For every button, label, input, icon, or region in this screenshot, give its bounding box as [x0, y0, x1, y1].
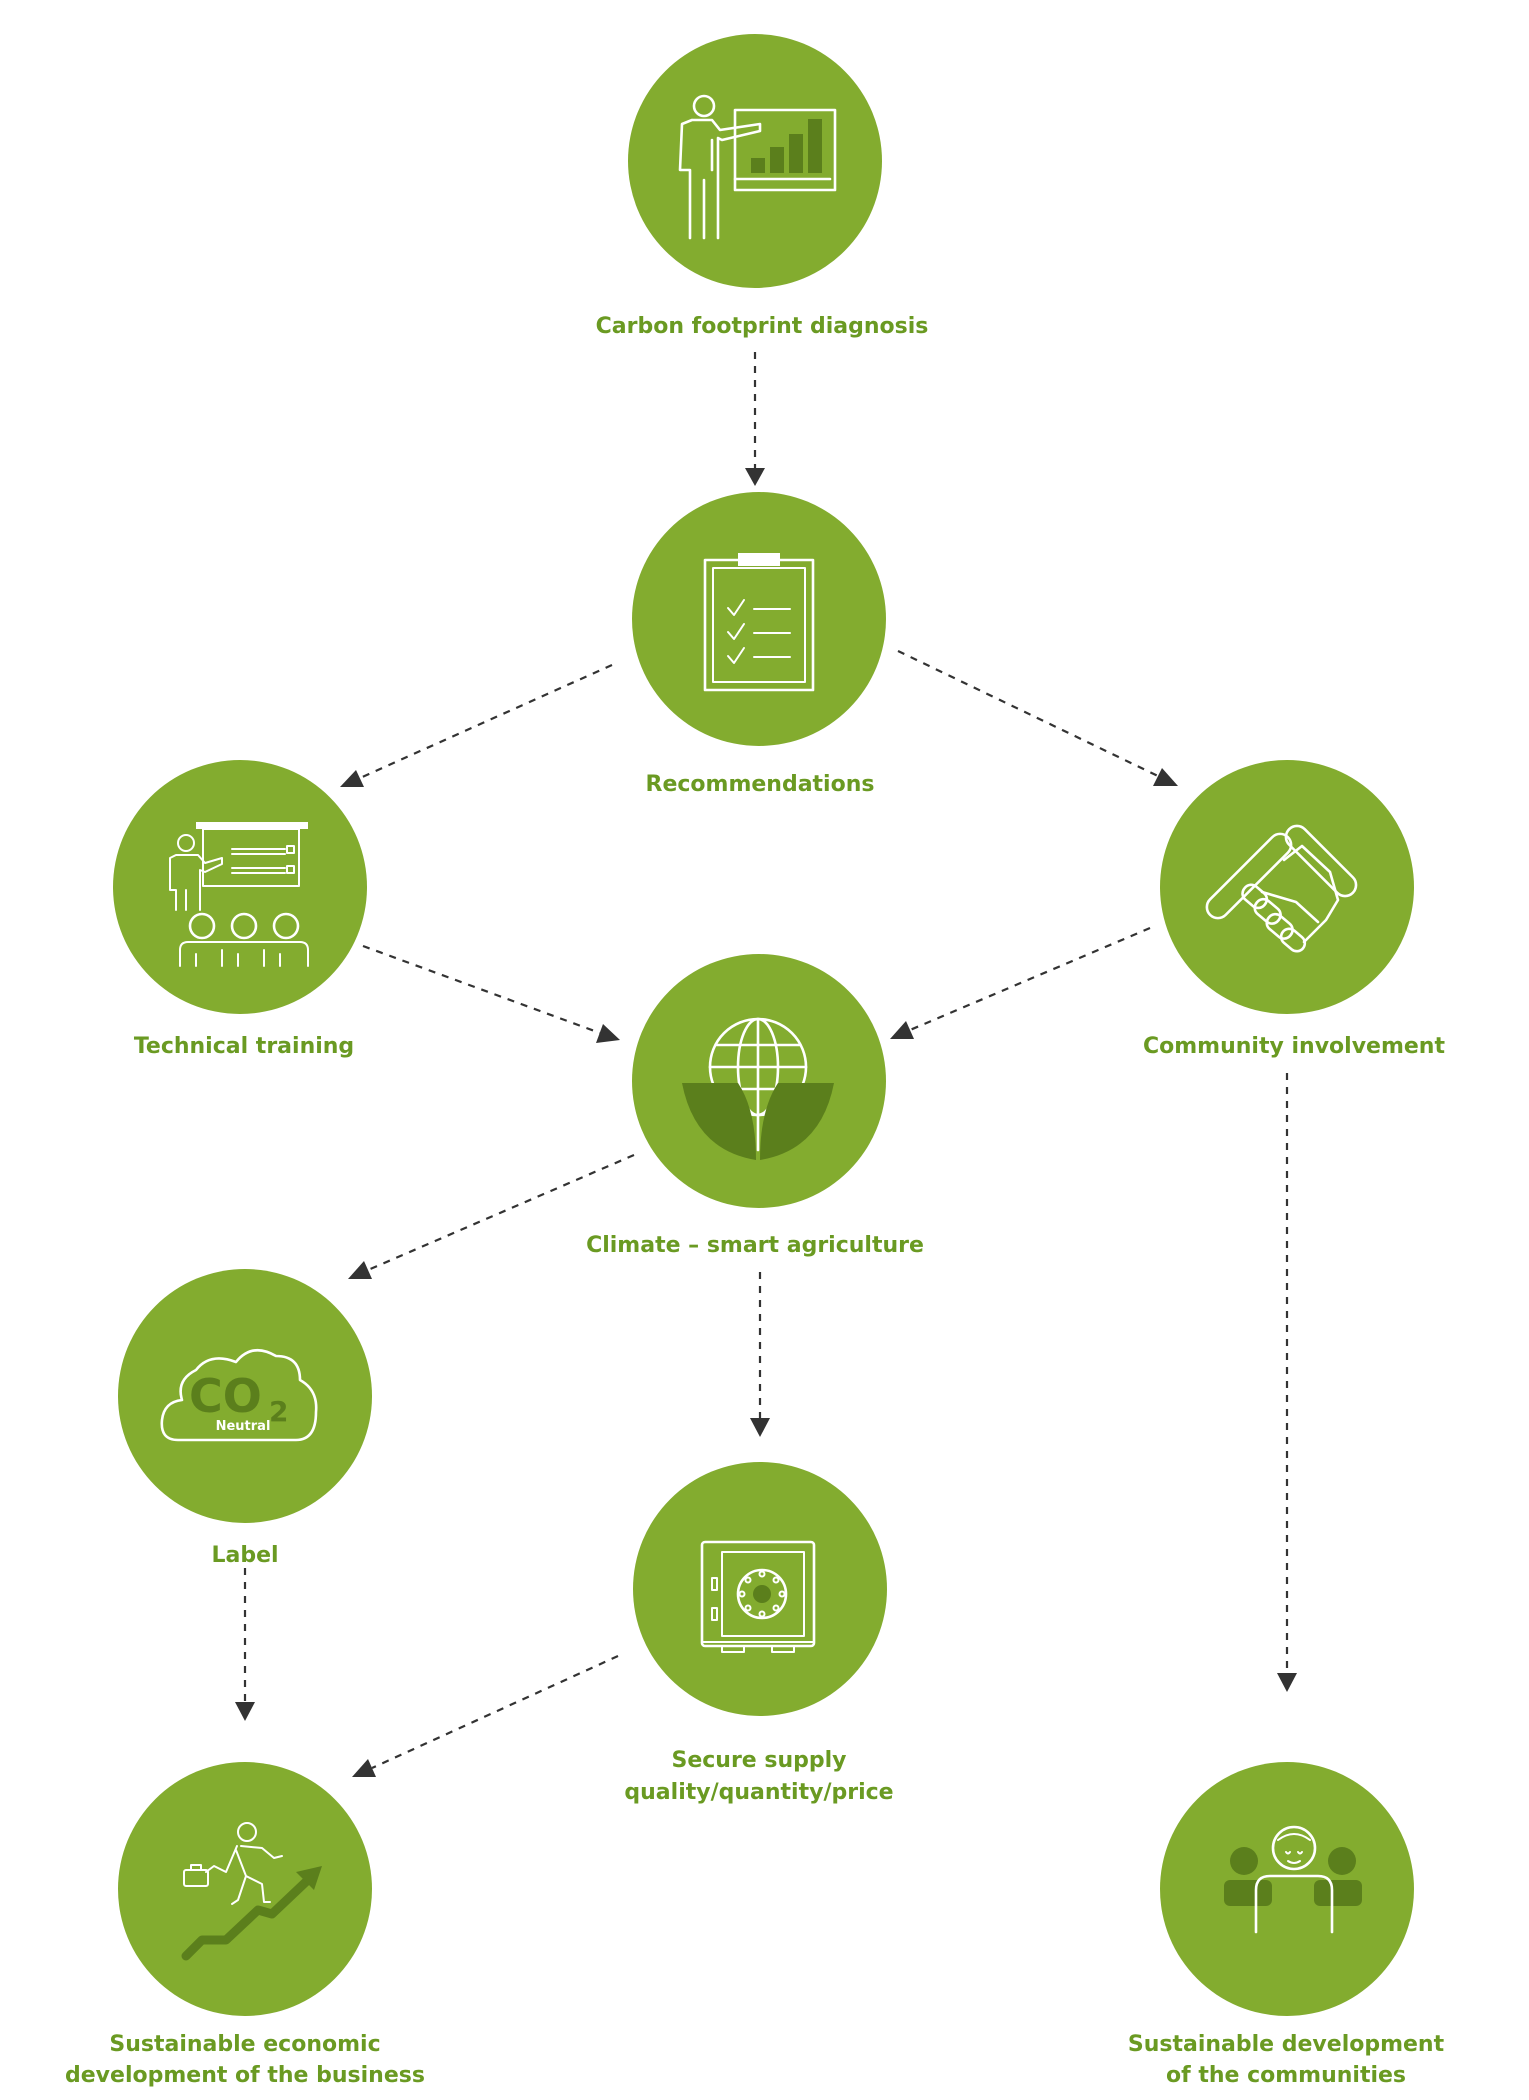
classroom-training-icon	[169, 822, 309, 967]
node-technical-training	[113, 760, 367, 1014]
label-communities-line2: of the communities	[1166, 2063, 1406, 2088]
arrow-climate-to-label	[348, 1153, 635, 1279]
community-people-icon	[1224, 1825, 1362, 1934]
label-business-line1: Sustainable economic	[109, 2032, 380, 2057]
node-sustainable-business	[118, 1762, 372, 2016]
label-climate-smart: Climate – smart agriculture	[586, 1233, 924, 1258]
safe-icon	[700, 1540, 816, 1653]
arrow-community-to-climate	[890, 926, 1151, 1039]
co2-subscript: 2	[269, 1395, 288, 1428]
neutral-text: Neutral	[216, 1419, 271, 1434]
arrow-secure-supply-to-business	[352, 1654, 619, 1777]
arrow-recommendations-to-training	[340, 663, 613, 787]
presentation-chart-icon	[678, 94, 837, 240]
label-communities-line1: Sustainable development	[1128, 2032, 1445, 2057]
co2-neutral-cloud-icon: CO 2 Neutral	[160, 1348, 318, 1442]
node-sustainable-communities	[1160, 1762, 1414, 2016]
arrow-label-to-business	[235, 1568, 255, 1721]
globe-leaves-icon	[682, 1017, 834, 1160]
arrow-recommendations-to-community	[897, 650, 1178, 786]
label-business-line2: development of the business	[65, 2063, 425, 2088]
node-community-involvement	[1160, 760, 1414, 1014]
label-carbon-footprint: Carbon footprint diagnosis	[596, 314, 929, 339]
label-label: Label	[211, 1543, 278, 1568]
clipboard-checklist-icon	[703, 553, 815, 692]
node-label: CO 2 Neutral	[118, 1269, 372, 1523]
label-community-involvement: Community involvement	[1143, 1034, 1445, 1059]
node-climate-smart	[632, 954, 886, 1208]
arrow-carbon-to-recommendations	[745, 352, 765, 486]
climbing-growth-icon	[181, 1822, 322, 1961]
node-secure-supply	[633, 1462, 887, 1716]
label-secure-supply-line1: Secure supply	[671, 1748, 846, 1773]
node-carbon-footprint	[628, 34, 882, 288]
label-recommendations: Recommendations	[646, 772, 875, 797]
arrow-community-to-communities	[1277, 1073, 1297, 1692]
arrow-training-to-climate	[362, 944, 620, 1043]
co2-text: CO	[189, 1369, 262, 1423]
handshake-icon	[1205, 824, 1358, 953]
label-secure-supply-line2: quality/quantity/price	[624, 1780, 893, 1805]
arrow-climate-to-secure-supply	[750, 1272, 770, 1437]
label-technical-training: Technical training	[134, 1034, 354, 1059]
node-recommendations	[632, 492, 886, 746]
